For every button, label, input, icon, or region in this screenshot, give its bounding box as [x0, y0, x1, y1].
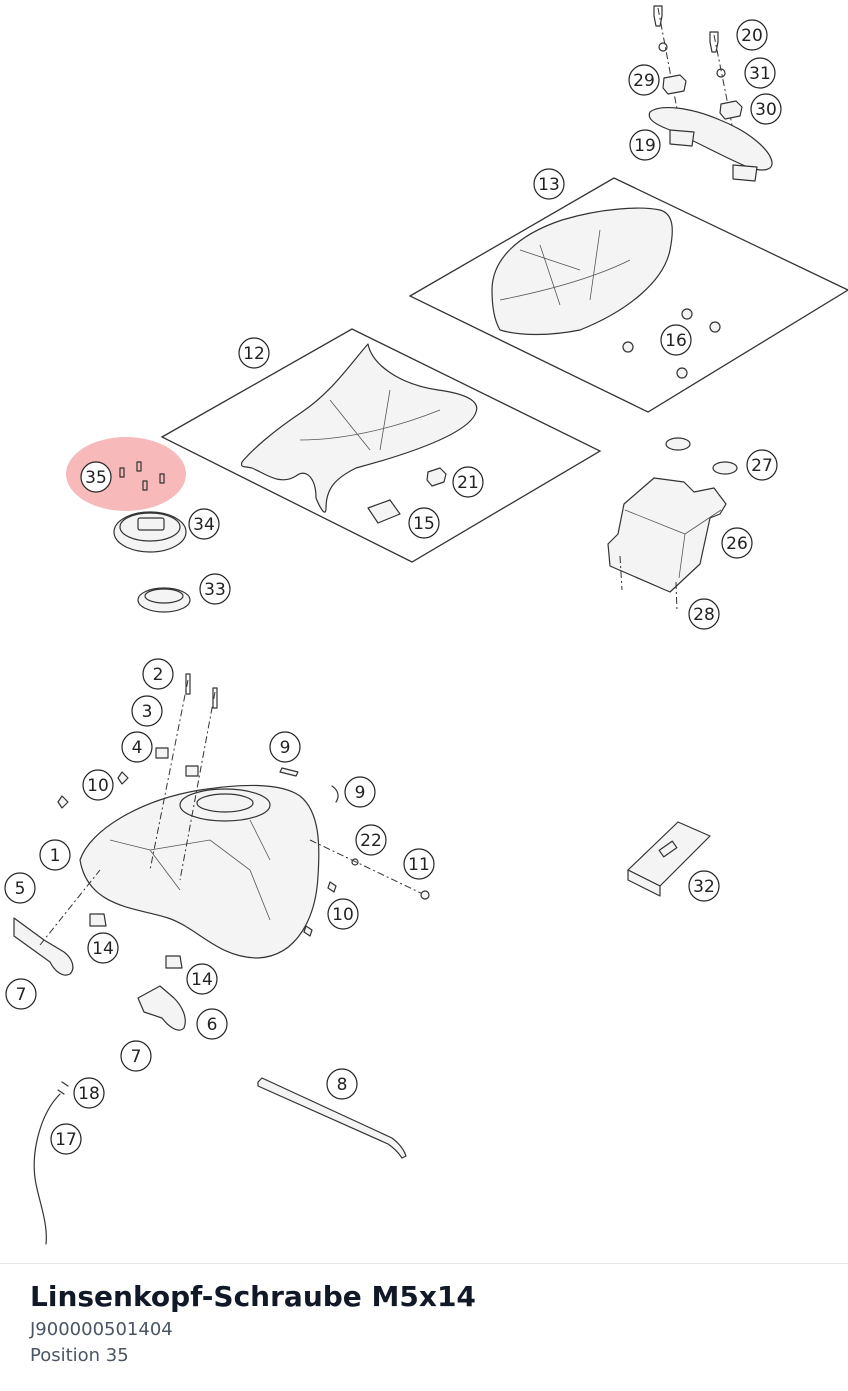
callout-20[interactable]: 20	[736, 19, 768, 51]
callout-10[interactable]: 10	[327, 898, 359, 930]
callout-label: 14	[92, 939, 114, 959]
callout-label: 20	[741, 26, 763, 46]
callout-label: 33	[204, 580, 226, 600]
callout-label: 1	[50, 846, 61, 866]
part-name: Linsenkopf-Schraube M5x14	[30, 1280, 476, 1313]
callout-label: 27	[751, 456, 773, 476]
screw-set-35	[119, 461, 165, 491]
callout-label: 9	[280, 738, 291, 758]
rear-seat-panel	[408, 177, 848, 413]
callout-7[interactable]: 7	[120, 1040, 152, 1072]
callout-9[interactable]: 9	[269, 731, 301, 763]
callout-label: 28	[693, 605, 715, 625]
part-32	[627, 821, 711, 897]
callout-label: 9	[355, 783, 366, 803]
fuel-tank	[13, 673, 430, 1031]
callout-35[interactable]: 35	[80, 461, 112, 493]
callout-14[interactable]: 14	[87, 932, 119, 964]
callout-5[interactable]: 5	[4, 872, 36, 904]
callout-label: 35	[85, 468, 107, 488]
callout-22[interactable]: 22	[355, 824, 387, 856]
callout-label: 14	[191, 970, 213, 990]
callout-12[interactable]: 12	[238, 337, 270, 369]
callout-label: 8	[337, 1075, 348, 1095]
callout-28[interactable]: 28	[688, 598, 720, 630]
callout-label: 19	[634, 136, 656, 156]
callout-label: 31	[749, 64, 771, 84]
callout-label: 16	[665, 331, 687, 351]
callout-26[interactable]: 26	[721, 527, 753, 559]
part-info-panel: Linsenkopf-Schraube M5x14 J900000501404 …	[0, 1263, 848, 1391]
callout-1[interactable]: 1	[39, 839, 71, 871]
callout-16[interactable]: 16	[660, 324, 692, 356]
callout-label: 6	[207, 1015, 218, 1035]
callout-label: 12	[243, 344, 265, 364]
fuel-ring-33	[137, 587, 191, 613]
callout-label: 3	[142, 702, 153, 722]
callout-19[interactable]: 19	[629, 129, 661, 161]
callout-27[interactable]: 27	[746, 449, 778, 481]
callout-label: 21	[457, 473, 479, 493]
callout-7[interactable]: 7	[5, 978, 37, 1010]
front-seat-panel	[160, 328, 602, 563]
rubber-strip-8	[257, 1077, 407, 1159]
part-number: J900000501404	[30, 1319, 173, 1340]
callout-label: 10	[87, 776, 109, 796]
callout-label: 30	[755, 100, 777, 120]
tank-cover-26	[607, 437, 738, 613]
callout-label: 32	[693, 877, 715, 897]
callout-label: 11	[408, 855, 430, 875]
fuel-cap-34	[113, 511, 187, 553]
callout-3[interactable]: 3	[131, 695, 163, 727]
callout-label: 15	[413, 514, 435, 534]
callout-label: 34	[193, 515, 215, 535]
callout-15[interactable]: 15	[408, 507, 440, 539]
callout-18[interactable]: 18	[73, 1077, 105, 1109]
callout-11[interactable]: 11	[403, 848, 435, 880]
callout-8[interactable]: 8	[326, 1068, 358, 1100]
hose-17	[33, 1093, 61, 1245]
callout-13[interactable]: 13	[533, 168, 565, 200]
callout-34[interactable]: 34	[188, 508, 220, 540]
callout-label: 5	[15, 879, 26, 899]
callout-label: 2	[153, 665, 164, 685]
callout-4[interactable]: 4	[121, 731, 153, 763]
callout-label: 26	[726, 534, 748, 554]
callout-6[interactable]: 6	[196, 1008, 228, 1040]
callout-label: 17	[55, 1130, 77, 1150]
callout-14[interactable]: 14	[186, 963, 218, 995]
callout-label: 7	[131, 1047, 142, 1067]
callout-label: 22	[360, 831, 382, 851]
callout-label: 7	[16, 985, 27, 1005]
callout-2[interactable]: 2	[142, 658, 174, 690]
callout-label: 4	[132, 738, 143, 758]
callout-10[interactable]: 10	[82, 769, 114, 801]
callout-label: 29	[633, 71, 655, 91]
callout-17[interactable]: 17	[50, 1123, 82, 1155]
callout-33[interactable]: 33	[199, 573, 231, 605]
callout-9[interactable]: 9	[344, 776, 376, 808]
callout-30[interactable]: 30	[750, 93, 782, 125]
callout-label: 18	[78, 1084, 100, 1104]
callout-label: 13	[538, 175, 560, 195]
callout-29[interactable]: 29	[628, 64, 660, 96]
callout-label: 10	[332, 905, 354, 925]
callout-31[interactable]: 31	[744, 57, 776, 89]
callout-21[interactable]: 21	[452, 466, 484, 498]
callout-32[interactable]: 32	[688, 870, 720, 902]
grab-handle-group	[648, 5, 773, 182]
part-position: Position 35	[30, 1345, 129, 1366]
